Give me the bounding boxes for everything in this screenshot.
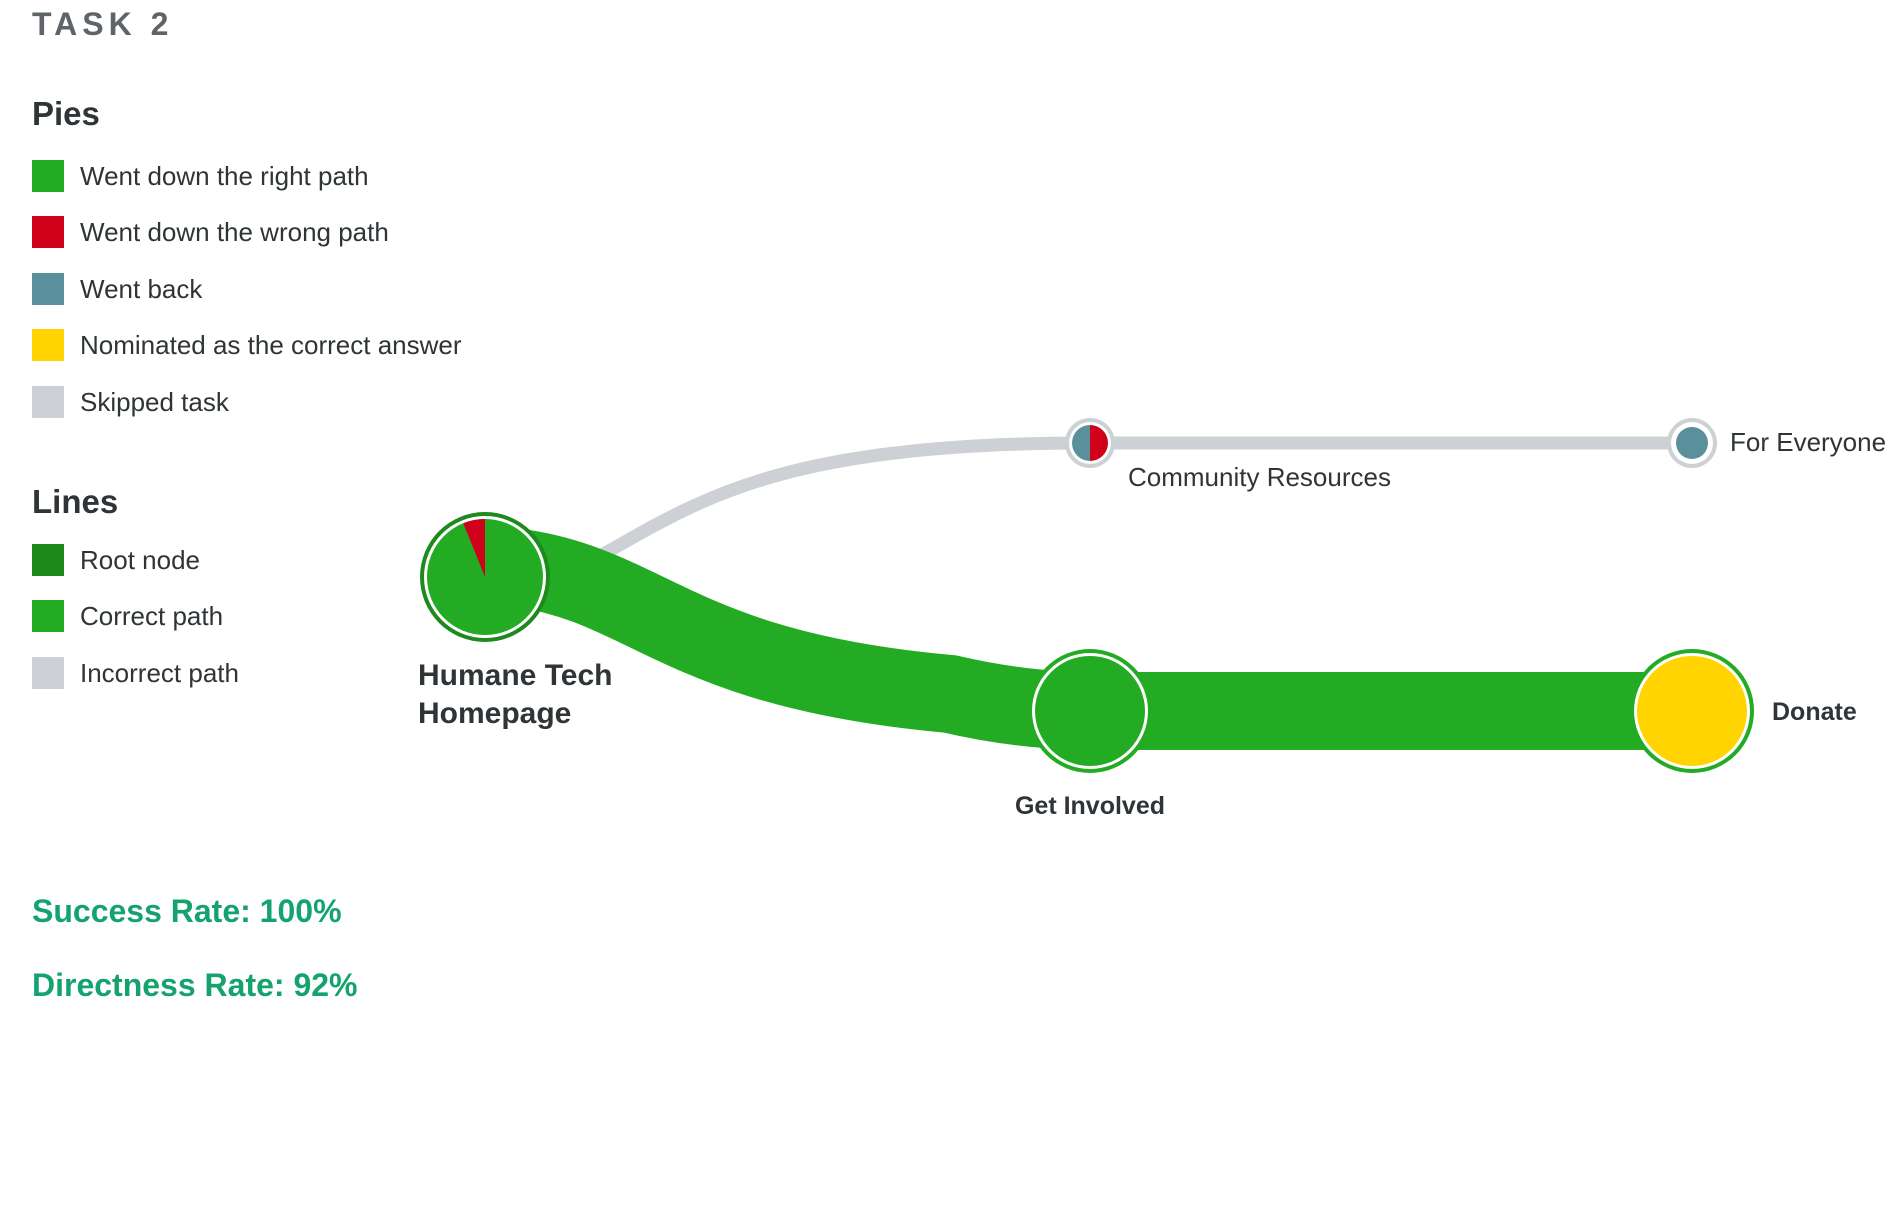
legend-item-wrong-path: Went down the wrong path [32, 216, 389, 248]
get-involved-pie-right [1035, 656, 1145, 766]
homepage-pie-wrong [463, 518, 485, 577]
community-pie-back [1072, 425, 1090, 461]
community-resources-label: Community Resources [1128, 462, 1391, 492]
get-involved-label: Get Involved [1015, 792, 1165, 820]
legend-item-skipped: Skipped task [32, 386, 229, 418]
pies-legend-heading: Pies [32, 95, 100, 132]
right-path-swatch [32, 160, 64, 192]
for-everyone-node[interactable] [1667, 418, 1717, 468]
legend-label: Nominated as the correct answer [80, 329, 462, 360]
legend-item-incorrect-path: Incorrect path [32, 657, 239, 689]
legend-item-nominated: Nominated as the correct answer [32, 329, 462, 361]
root-node-swatch [32, 544, 64, 576]
community-resources-node[interactable] [1065, 418, 1115, 468]
homepage-label-line1: Humane Tech [418, 659, 613, 692]
task-title: TASK 2 [32, 6, 174, 42]
get-involved-node[interactable] [1028, 649, 1152, 773]
legend-item-went-back: Went back [32, 273, 202, 305]
correct-path-swatch [32, 600, 64, 632]
homepage-label-line2: Homepage [418, 697, 571, 730]
everyone-pie-back [1676, 427, 1708, 459]
donate-node[interactable] [1630, 649, 1754, 773]
went-back-swatch [32, 273, 64, 305]
community-pie-wrong [1090, 425, 1108, 461]
directness-rate: Directness Rate: 92% [32, 967, 358, 1003]
legend-label: Skipped task [80, 386, 229, 417]
donate-label: Donate [1772, 698, 1857, 726]
legend-label: Root node [80, 544, 200, 575]
homepage-node[interactable] [420, 512, 550, 642]
legend-label: Went back [80, 273, 203, 304]
skipped-swatch [32, 386, 64, 418]
incorrect-path-swatch [32, 657, 64, 689]
for-everyone-label: For Everyone [1730, 427, 1886, 457]
donate-pie-nominated [1637, 656, 1747, 766]
legend-item-correct-path: Correct path [32, 600, 223, 632]
lines-legend-heading: Lines [32, 483, 119, 520]
legend-label: Correct path [80, 600, 224, 631]
legend-item-right-path: Went down the right path [32, 160, 369, 192]
success-rate: Success Rate: 100% [32, 893, 342, 929]
nominated-swatch [32, 329, 64, 361]
legend-item-root-node: Root node [32, 544, 200, 576]
legend-label: Went down the wrong path [80, 216, 389, 247]
wrong-path-swatch [32, 216, 64, 248]
incorrect-path-line-community [596, 436, 1091, 562]
legend-label: Incorrect path [80, 657, 239, 688]
legend-label: Went down the right path [80, 160, 369, 191]
